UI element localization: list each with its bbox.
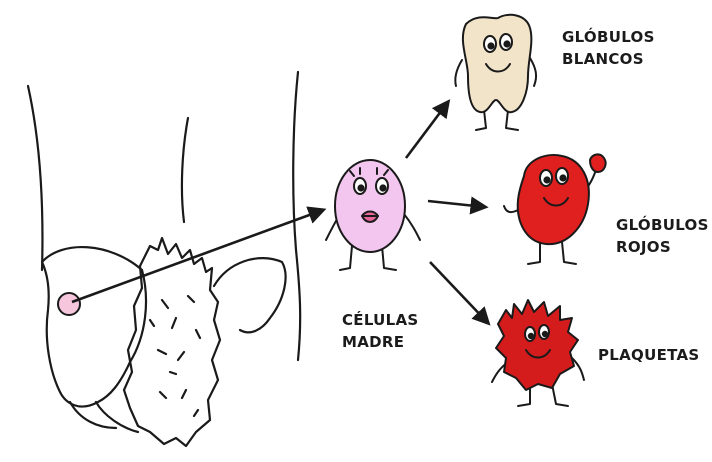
label-platelets: PLAQUETAS: [598, 344, 700, 366]
label-red-cells-line2: ROJOS: [616, 236, 709, 258]
stem-cell-character: [326, 160, 420, 270]
pelvis-outline-drawing: [28, 72, 300, 446]
arrow-stem-to-red: [428, 201, 485, 207]
label-stem-cells-line1: CÉLULAS: [342, 309, 419, 331]
red-blood-cell-character: [504, 154, 606, 264]
bone-marrow-spot: [58, 293, 80, 315]
arrow-stem-to-platelet: [430, 262, 488, 323]
arrows: [72, 102, 488, 323]
arrow-stem-to-white: [406, 102, 448, 158]
label-red-cells-line1: GLÓBULOS: [616, 214, 709, 236]
label-red-cells: GLÓBULOS ROJOS: [616, 214, 709, 258]
label-stem-cells: CÉLULAS MADRE: [342, 309, 419, 353]
label-stem-cells-line2: MADRE: [342, 331, 419, 353]
label-platelets-text: PLAQUETAS: [598, 344, 700, 366]
label-white-cells-line1: GLÓBULOS: [562, 26, 655, 48]
label-white-cells-line2: BLANCOS: [562, 48, 655, 70]
label-white-cells: GLÓBULOS BLANCOS: [562, 26, 655, 70]
white-blood-cell-character: [455, 15, 536, 130]
platelet-character: [492, 300, 584, 406]
